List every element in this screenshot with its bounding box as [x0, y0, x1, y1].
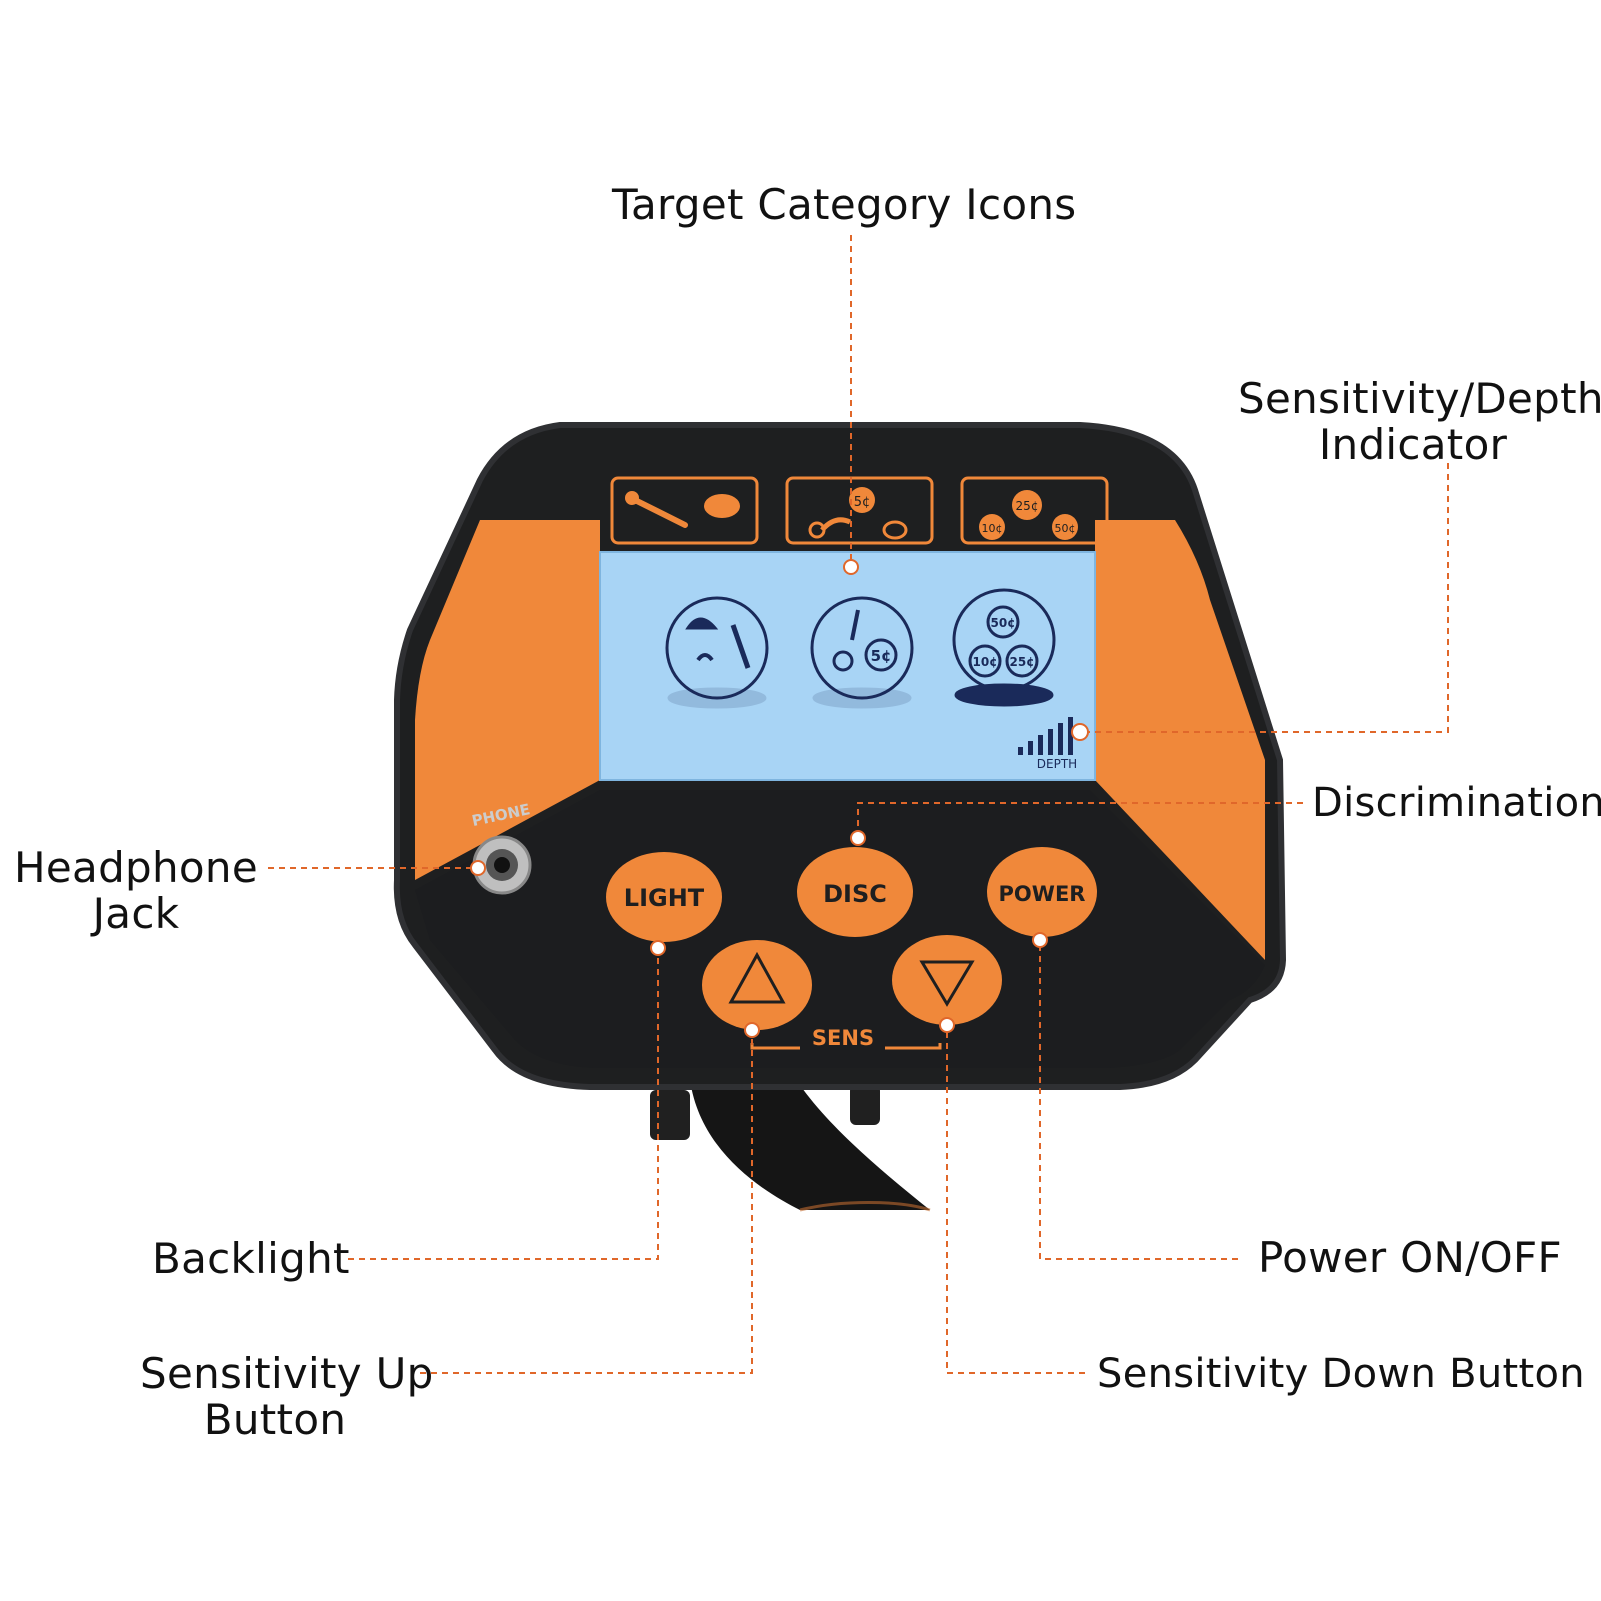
callout-target-category-icons: Target Category Icons: [612, 180, 1077, 229]
callout-headphone-jack: Headphone Jack: [5, 845, 267, 937]
depth-bar: [1028, 741, 1033, 755]
callout-sensitivity-depth: Sensitivity/Depth Indicator: [1238, 374, 1601, 469]
depth-bar: [1068, 717, 1073, 755]
coin-label-top-50: 50¢: [1055, 522, 1076, 535]
sens-label: SENS: [812, 1026, 874, 1050]
coin-label-lcd-5: 5¢: [871, 647, 892, 665]
callout-sensitivity-depth-line1: Sensitivity/Depth: [1238, 374, 1601, 423]
callout-discrimination: Discrimination: [1312, 780, 1601, 826]
leader-dots: [470, 559, 1089, 1038]
callout-power-onoff: Power ON/OFF: [1258, 1233, 1562, 1282]
sens-up-button-shape[interactable]: [702, 940, 812, 1030]
callout-sensitivity-up: Sensitivity Up Button: [140, 1349, 434, 1444]
callout-backlight: Backlight: [152, 1234, 350, 1283]
callout-sens-up-line2: Button: [203, 1395, 347, 1444]
coin-label-lcd-50: 50¢: [990, 616, 1015, 630]
depth-indicator-bars: [1018, 717, 1073, 755]
callout-sens-up-line1: Sensitivity Up: [140, 1349, 434, 1398]
left-orange-panel: [415, 520, 600, 880]
callout-headphone-line2: Jack: [92, 889, 180, 938]
coin-label-top-5: 5¢: [854, 495, 871, 510]
light-button-label: LIGHT: [624, 884, 705, 912]
coin-label-lcd-25: 25¢: [1009, 655, 1034, 669]
leader-sens-down: [946, 1025, 1085, 1374]
disc-button-shape[interactable]: [797, 847, 913, 937]
lcd-category-icons: [665, 588, 1056, 709]
coin-label-top-25: 25¢: [1016, 499, 1039, 513]
sens-down-button-shape[interactable]: [892, 935, 1002, 1025]
callout-sensitivity-depth-line2: Indicator: [1318, 420, 1508, 469]
triangle-up-icon: [728, 951, 786, 1004]
depth-bar: [1018, 747, 1023, 755]
right-orange-panel: [1050, 520, 1265, 960]
top-category-icons: [610, 476, 1109, 545]
power-button-label: POWER: [999, 882, 1086, 906]
depth-bar: [1058, 723, 1063, 755]
leader-backlight: [348, 948, 659, 1260]
leader-power: [1039, 940, 1238, 1260]
coin-label-lcd-10: 10¢: [972, 655, 997, 669]
light-button-shape[interactable]: [606, 852, 722, 942]
triangle-down-icon: [919, 960, 975, 1007]
leader-depth: [1080, 463, 1449, 733]
depth-bar: [1048, 729, 1053, 755]
coin-label-top-10: 10¢: [982, 522, 1003, 535]
depth-label: DEPTH: [1037, 757, 1077, 771]
disc-button-label: DISC: [823, 880, 887, 908]
leader-lines: [268, 235, 1449, 1374]
depth-bar: [1038, 735, 1043, 755]
detector-shaft: [650, 1070, 931, 1212]
leader-sens-up: [420, 1030, 753, 1374]
callout-headphone-line1: Headphone: [14, 843, 258, 892]
callout-sensitivity-down: Sensitivity Down Button: [1097, 1351, 1585, 1397]
power-button-shape[interactable]: [987, 847, 1097, 937]
leader-discrimination: [857, 802, 1303, 835]
